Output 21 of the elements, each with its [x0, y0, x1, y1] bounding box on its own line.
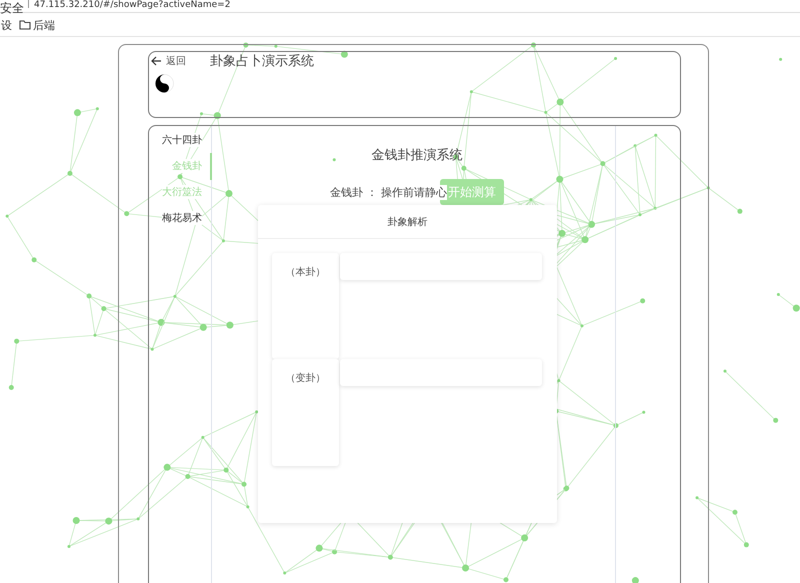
dialog-panel: [258, 205, 557, 523]
menu-item: 六十四卦: [162, 133, 202, 147]
dialog-title: 卦象解析: [386, 216, 428, 229]
content-panel: [148, 125, 681, 583]
active-menu-item: 金钱卦: [172, 159, 202, 173]
instruction-text: 金钱卦 ： 操作前请静心: [330, 185, 447, 200]
bookmark-folder: 后端: [33, 18, 55, 33]
menu-item: 大衍筮法: [162, 185, 202, 199]
hexagram-card: （变卦）: [272, 359, 339, 466]
result-bar: [340, 253, 542, 280]
page-title: 卦象占卜演示系统: [210, 53, 314, 70]
result-bar: [340, 359, 542, 386]
back-link: 返回: [166, 54, 186, 68]
page-frame: [118, 44, 709, 583]
security-label: 安全: [0, 0, 24, 17]
bookmark-item: 设: [1, 18, 12, 33]
section-heading: 金钱卦推演系统: [370, 147, 464, 164]
address-url: 47.115.32.210/#/showPage?activeName=2: [34, 0, 230, 11]
menu-item: 梅花易术: [162, 211, 202, 225]
header-panel: [148, 51, 681, 118]
hexagram-card: （本卦）: [272, 253, 339, 359]
